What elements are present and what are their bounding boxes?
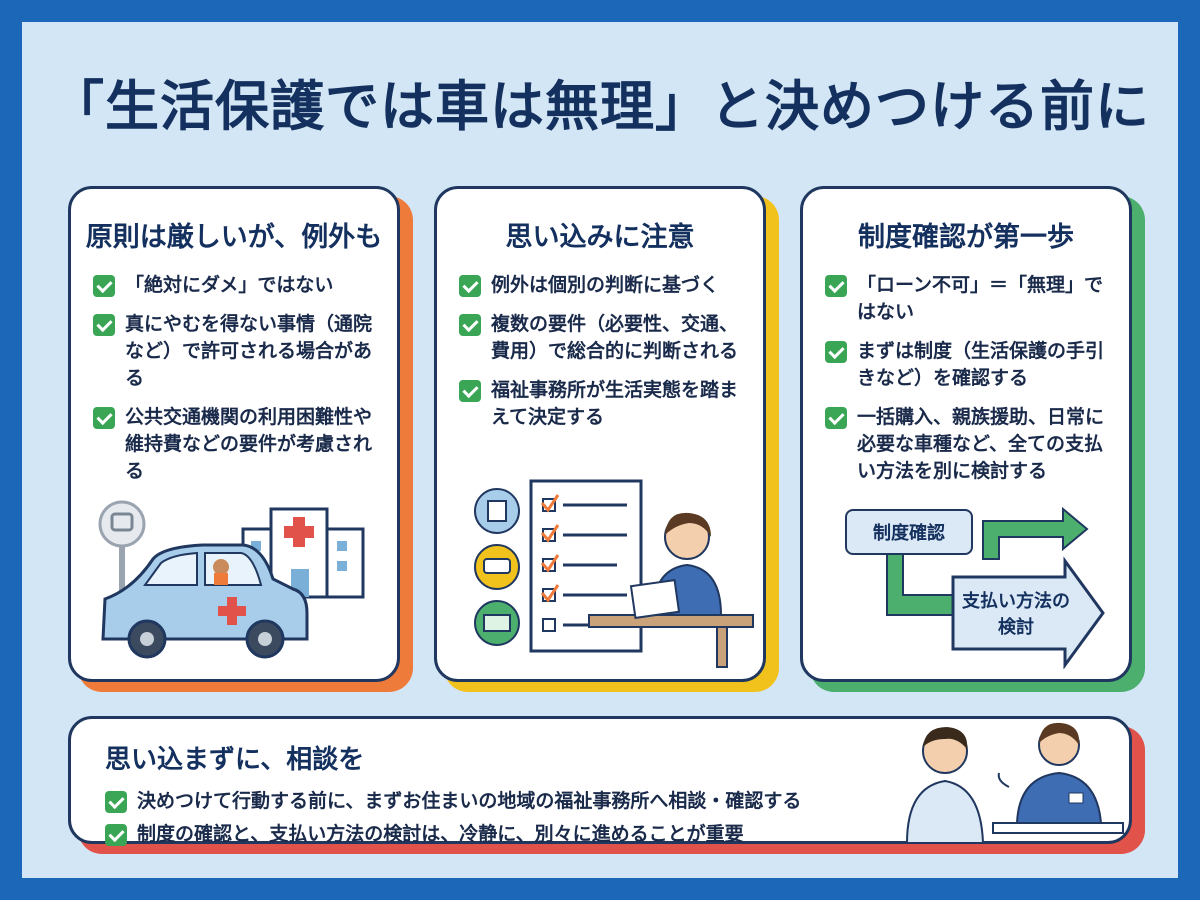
staff-person-icon bbox=[992, 722, 1124, 834]
car-icon bbox=[101, 543, 309, 659]
check-icon bbox=[825, 407, 847, 429]
check-icon bbox=[459, 380, 481, 402]
list-item: 複数の要件（必要性、交通、費用）で総合的に判断される bbox=[459, 311, 747, 365]
check-icon bbox=[93, 314, 115, 336]
flow-arrows-graphic bbox=[886, 506, 1105, 669]
bottom-heading: 思い込まずに、相談を bbox=[105, 745, 365, 775]
client-person-icon bbox=[905, 727, 985, 843]
card-1-heading: 原則は厳しいが、例外も bbox=[85, 222, 383, 253]
card-2-list: 例外は個別の判断に基づく 複数の要件（必要性、交通、費用）で総合的に判断される … bbox=[459, 272, 747, 431]
list-item: 公共交通機関の利用困難性や維持費などの要件が考慮される bbox=[93, 404, 381, 485]
card-3-heading: 制度確認が第一歩 bbox=[858, 222, 1074, 253]
card-first-step: 制度確認が第一歩 「ローン不可」＝「無理」ではない まずは制度（生活保護の手引き… bbox=[800, 186, 1132, 682]
bus-bubble-icon bbox=[474, 544, 520, 590]
money-bubble-icon bbox=[474, 600, 520, 646]
list-item: 一括購入、親族援助、日常に必要な車種など、全ての支払い方法を別に検討する bbox=[825, 404, 1113, 485]
check-icon bbox=[825, 275, 847, 297]
caseworker-person-icon bbox=[588, 512, 754, 668]
list-item: 「ローン不可」＝「無理」ではない bbox=[825, 272, 1113, 326]
consultation-illustration bbox=[905, 722, 1124, 843]
check-icon bbox=[825, 341, 847, 363]
card-2-heading: 思い込みに注意 bbox=[505, 222, 695, 253]
page-title: 「生活保護では車は無理」と決めつける前に bbox=[50, 75, 1150, 138]
card-exceptions: 原則は厳しいが、例外も 「絶対にダメ」ではない 真にやむを得ない事情（通院など）… bbox=[68, 186, 400, 682]
list-item: 決めつけて行動する前に、まずお住まいの地域の福祉事務所へ相談・確認する bbox=[105, 788, 1129, 815]
list-item: 福祉事務所が生活実態を踏まえて決定する bbox=[459, 377, 747, 431]
bottom-list: 決めつけて行動する前に、まずお住まいの地域の福祉事務所へ相談・確認する 制度の確… bbox=[105, 788, 1129, 848]
card-caution: 思い込みに注意 例外は個別の判断に基づく 複数の要件（必要性、交通、費用）で総合… bbox=[434, 186, 766, 682]
check-icon bbox=[105, 824, 127, 846]
bottom-consult-card: 思い込まずに、相談を 決めつけて行動する前に、まずお住まいの地域の福祉事務所へ相… bbox=[68, 716, 1132, 846]
list-item: 真にやむを得ない事情（通院など）で許可される場合がある bbox=[93, 311, 381, 392]
check-icon bbox=[93, 275, 115, 297]
list-item: 「絶対にダメ」ではない bbox=[93, 272, 381, 299]
card-1-list: 「絶対にダメ」ではない 真にやむを得ない事情（通院など）で許可される場合がある … bbox=[93, 272, 381, 485]
card-3-list: 「ローン不可」＝「無理」ではない まずは制度（生活保護の手引きなど）を確認する … bbox=[825, 272, 1113, 485]
flow-box-payment-review: 支払い方法の検討 bbox=[962, 591, 1070, 638]
check-icon bbox=[459, 314, 481, 336]
list-item: 制度の確認と、支払い方法の検討は、冷静に、別々に進めることが重要 bbox=[105, 821, 1129, 848]
caseworker-illustration bbox=[474, 479, 754, 668]
check-icon bbox=[105, 791, 127, 813]
list-item: 例外は個別の判断に基づく bbox=[459, 272, 747, 299]
check-icon bbox=[93, 407, 115, 429]
check-icon bbox=[459, 275, 481, 297]
list-item: まずは制度（生活保護の手引きなど）を確認する bbox=[825, 338, 1113, 392]
hospital-bubble-icon bbox=[474, 488, 520, 534]
car-hospital-illustration bbox=[98, 500, 365, 659]
flow-box-system-check: 制度確認 bbox=[845, 509, 973, 555]
